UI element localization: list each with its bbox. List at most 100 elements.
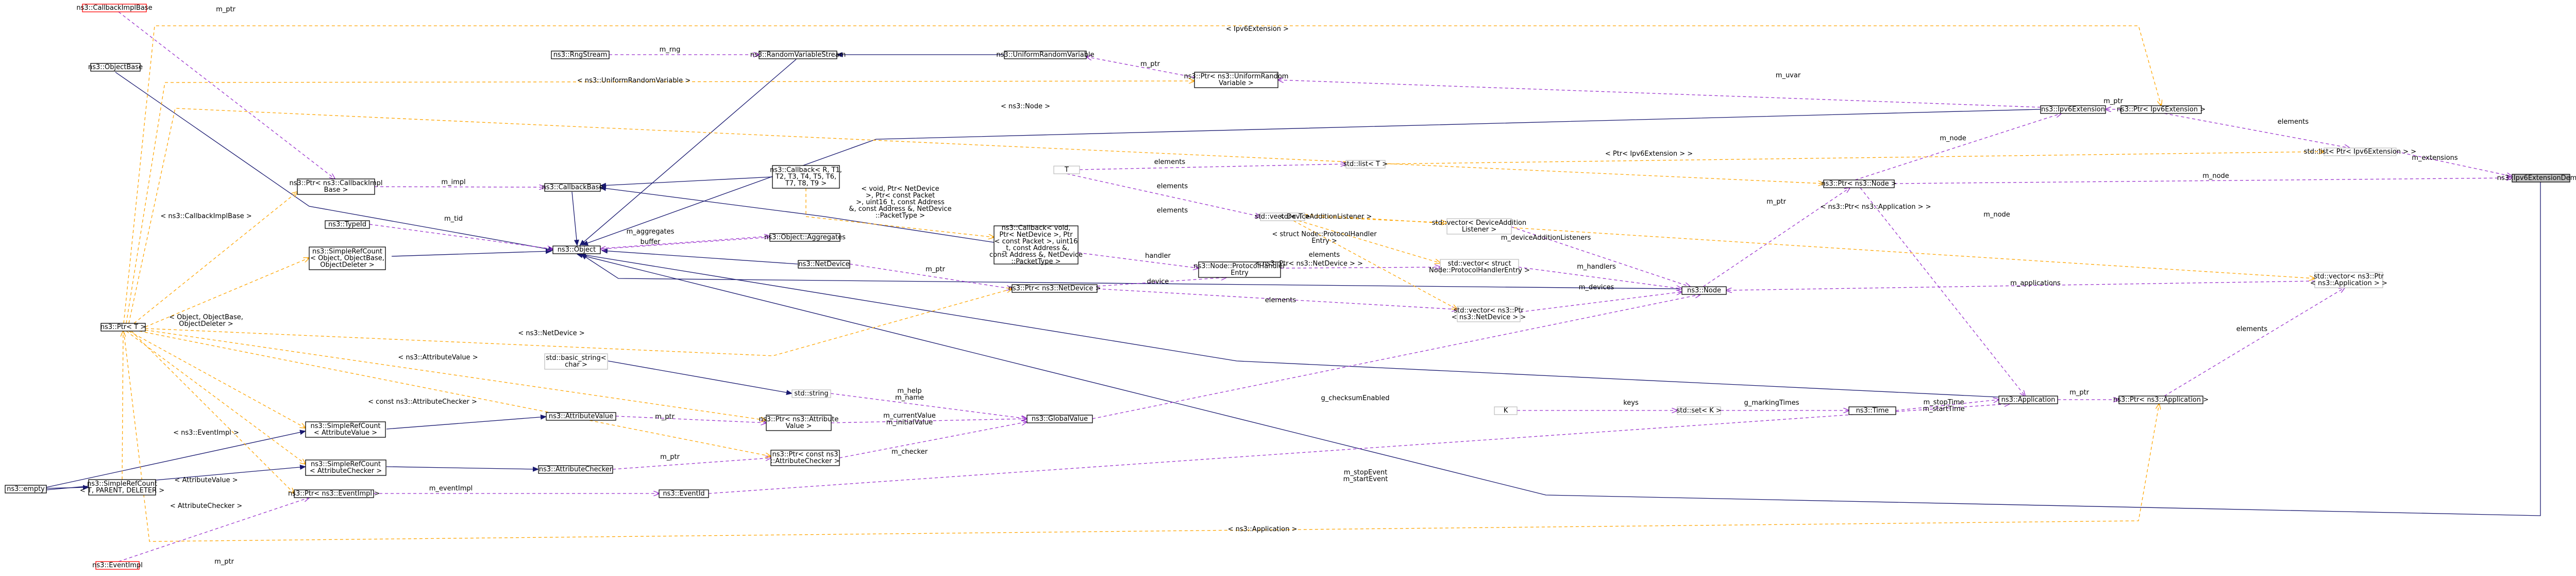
- node-box: [1457, 306, 1521, 322]
- node-label: ns3::EventImpl: [92, 562, 143, 569]
- node-label: const Address &, NetDevice: [989, 251, 1083, 259]
- node-label: ns3::RngStream: [553, 51, 608, 59]
- edge-eventid-to-application: [708, 404, 2010, 494]
- node-label: ns3::Ptr< ns3::EventImpl >: [288, 490, 380, 498]
- edge-label-lbl_ptr_ext: m_ptr: [2103, 97, 2124, 105]
- node-box: [1494, 406, 1518, 415]
- node-box: [2324, 147, 2397, 156]
- node-globalvalue[interactable]: ns3::GlobalValue: [1026, 415, 1093, 423]
- node-callbackbase[interactable]: ns3::CallbackBase: [542, 183, 603, 192]
- edge-label-lbl_tpl_application: < ns3::Application >: [1228, 525, 1298, 533]
- edge-basic_string-to-string: [608, 360, 793, 396]
- node-application[interactable]: ns3::Application: [1998, 396, 2058, 404]
- edge-netdevice-to-ptr_netdevice: [849, 264, 1012, 289]
- node-ptr_attrvalue[interactable]: ns3::Ptr< ns3::AttributeValue >: [759, 415, 839, 431]
- node-label: ns3::ObjectBase: [88, 63, 143, 71]
- node-vec_netdevice[interactable]: std::vector< ns3::Ptr< ns3::NetDevice > …: [1452, 306, 1526, 322]
- edge-label-lbl_handler: handler: [1145, 252, 1171, 260]
- node-aggregates[interactable]: ns3::Object::Aggregates: [764, 233, 846, 242]
- edge-ipv6ext-to-object: [582, 109, 2041, 245]
- node-protoentry[interactable]: ns3::Node::ProtocolHandlerEntry: [1193, 261, 1286, 278]
- node-attributevalue[interactable]: ns3::AttributeValue: [546, 412, 616, 421]
- node-ptr_netdevice[interactable]: ns3::Ptr< ns3::NetDevice >: [1008, 284, 1101, 293]
- node-ptr_eventimpl[interactable]: ns3::Ptr< ns3::EventImpl >: [288, 489, 380, 498]
- node-box: [792, 389, 831, 398]
- node-time[interactable]: ns3::Time: [1848, 406, 1896, 415]
- node-netdevice[interactable]: ns3::NetDevice: [798, 260, 850, 269]
- node-node[interactable]: ns3::Node: [1681, 286, 1727, 295]
- node-box: [546, 412, 616, 421]
- node-ptr_attrchecker[interactable]: ns3::Ptr< const ns3::AttributeChecker >: [770, 450, 840, 466]
- edge-label-lbl_tpl_ptr_ipv6: < Ptr< Ipv6Extension > >: [1605, 150, 1693, 158]
- node-label: ns3::Ptr< ns3::Attribute: [759, 416, 839, 423]
- edge-label-lbl_ptr_nd: m_ptr: [925, 266, 946, 273]
- node-callback_t[interactable]: ns3::Callback< R, T1,T2, T3, T4, T5, T6,…: [770, 165, 842, 189]
- node-vec_application[interactable]: std::vector< ns3::Ptr< ns3::Application …: [2310, 272, 2387, 288]
- node-src_attrchecker[interactable]: ns3::SimpleRefCount< AttributeChecker >: [305, 459, 386, 476]
- edge-ptr_netdevice-to-protoentry: [1097, 277, 1226, 287]
- node-callbackimplbase[interactable]: ns3::CallbackImplBase: [76, 4, 153, 12]
- node-ptr_callbackimplbase[interactable]: ns3::Ptr< ns3::CallbackImplBase >: [290, 178, 383, 195]
- node-object[interactable]: ns3::Object: [552, 245, 601, 254]
- node-list_t[interactable]: std::list< T >: [1343, 160, 1388, 169]
- edge-protoentry-to-vec_protoentry: [1280, 267, 1440, 268]
- node-ptr_uniform[interactable]: ns3::Ptr< ns3::UniformRandomVariable >: [1184, 72, 1289, 88]
- node-demux[interactable]: ns3::Ipv6ExtensionDemux: [2497, 174, 2576, 183]
- node-ptr_node[interactable]: ns3::Ptr< ns3::Node >: [1821, 179, 1897, 188]
- edge-label-lbl_keys: keys: [1623, 399, 1639, 407]
- edge-label-lbl_extensions: m_extensions: [2412, 154, 2458, 162]
- node-callback_void[interactable]: ns3::Callback< void,Ptr< NetDevice >, Pt…: [989, 224, 1083, 266]
- node-vec_devlistener[interactable]: std::vector< DeviceAdditionListener >: [1432, 218, 1526, 235]
- edge-ptr_t-to-src_attrvalue: [128, 331, 306, 428]
- node-vec_protoentry[interactable]: std::vector< structNode::ProtocolHandler…: [1429, 259, 1530, 275]
- edge-label-lbl_checker: m_checker: [891, 448, 928, 456]
- node-eventimpl[interactable]: ns3::EventImpl: [92, 561, 143, 570]
- node-label: ns3::EventId: [663, 490, 704, 498]
- node-ptr_t[interactable]: ns3::Ptr< T >: [100, 323, 146, 332]
- node-box: [994, 225, 1079, 265]
- node-attributechecker[interactable]: ns3::AttributeChecker: [538, 465, 613, 474]
- node-string[interactable]: std::string: [792, 389, 831, 398]
- node-K[interactable]: K: [1494, 406, 1518, 415]
- node-basic_string[interactable]: std::basic_string<char >: [544, 353, 608, 370]
- node-rvstream[interactable]: ns3::RandomVariableStream: [750, 51, 846, 59]
- node-eventid[interactable]: ns3::EventId: [659, 489, 709, 498]
- node-src_objbase[interactable]: ns3::SimpleRefCount< Object, ObjectBase,…: [309, 246, 386, 270]
- node-typeid[interactable]: ns3::TypeId: [325, 220, 370, 229]
- edge-ptr_node-to-application: [1860, 187, 2025, 396]
- edge-T-to-list_t: [1079, 164, 1346, 170]
- node-label: ns3::Ptr< T >: [100, 323, 146, 331]
- node-label: ns3::SimpleRefCount: [311, 460, 381, 468]
- edge-label-lbl_devlistener: < DeviceAdditionListener >: [1279, 213, 1372, 221]
- edge-ptr_t-to-src_objbase: [145, 258, 309, 327]
- edge-ptr_node-to-ipv6ext: [1855, 113, 2061, 180]
- edge-src_attrchecker-to-attributechecker: [386, 466, 539, 472]
- node-src_attrvalue[interactable]: ns3::SimpleRefCount< AttributeValue >: [305, 421, 386, 438]
- node-T[interactable]: T: [1053, 166, 1080, 174]
- node-objectbase[interactable]: ns3::ObjectBase: [88, 63, 143, 72]
- node-src_tpl[interactable]: ns3::SimpleRefCount< T, PARENT, DELETER …: [80, 479, 164, 496]
- node-label: ns3::AttributeChecker: [539, 466, 613, 473]
- node-ptr_ipv6ext[interactable]: ns3::Ptr< Ipv6Extension >: [2117, 105, 2205, 114]
- node-label: ns3::NetDevice: [798, 260, 849, 268]
- node-vector_t[interactable]: std::vector< T >: [1255, 212, 1310, 221]
- node-box: [2040, 105, 2106, 114]
- node-label: ns3::Callback< void,: [1002, 224, 1071, 232]
- edge-label-lbl_elements_app: elements: [2236, 325, 2268, 333]
- node-empty[interactable]: ns3::empty: [5, 485, 47, 493]
- node-rngstream[interactable]: ns3::RngStream: [551, 51, 610, 59]
- node-label: ns3::Ipv6Extension: [2041, 106, 2105, 113]
- node-uniform[interactable]: ns3::UniformRandomVariable: [996, 51, 1095, 59]
- node-label: ns3::UniformRandomVariable: [996, 51, 1094, 59]
- node-label: Variable >: [1219, 79, 1254, 87]
- edge-time-to-application: [1895, 400, 1999, 411]
- node-ipv6ext[interactable]: ns3::Ipv6Extension: [2040, 105, 2106, 114]
- node-set_k[interactable]: std::set< K >: [1676, 406, 1722, 415]
- edge-callback_void-to-protoentry: [1077, 252, 1199, 268]
- node-list_ptr_ext[interactable]: std::list< Ptr< Ipv6Extension > >: [2304, 147, 2416, 156]
- edge-vec_devlistener-to-node: [1511, 226, 1690, 287]
- node-ptr_application[interactable]: ns3::Ptr< ns3::Application >: [2113, 396, 2209, 404]
- node-label: Listener >: [1462, 226, 1496, 234]
- node-label: ns3::Ipv6ExtensionDemux: [2497, 174, 2576, 182]
